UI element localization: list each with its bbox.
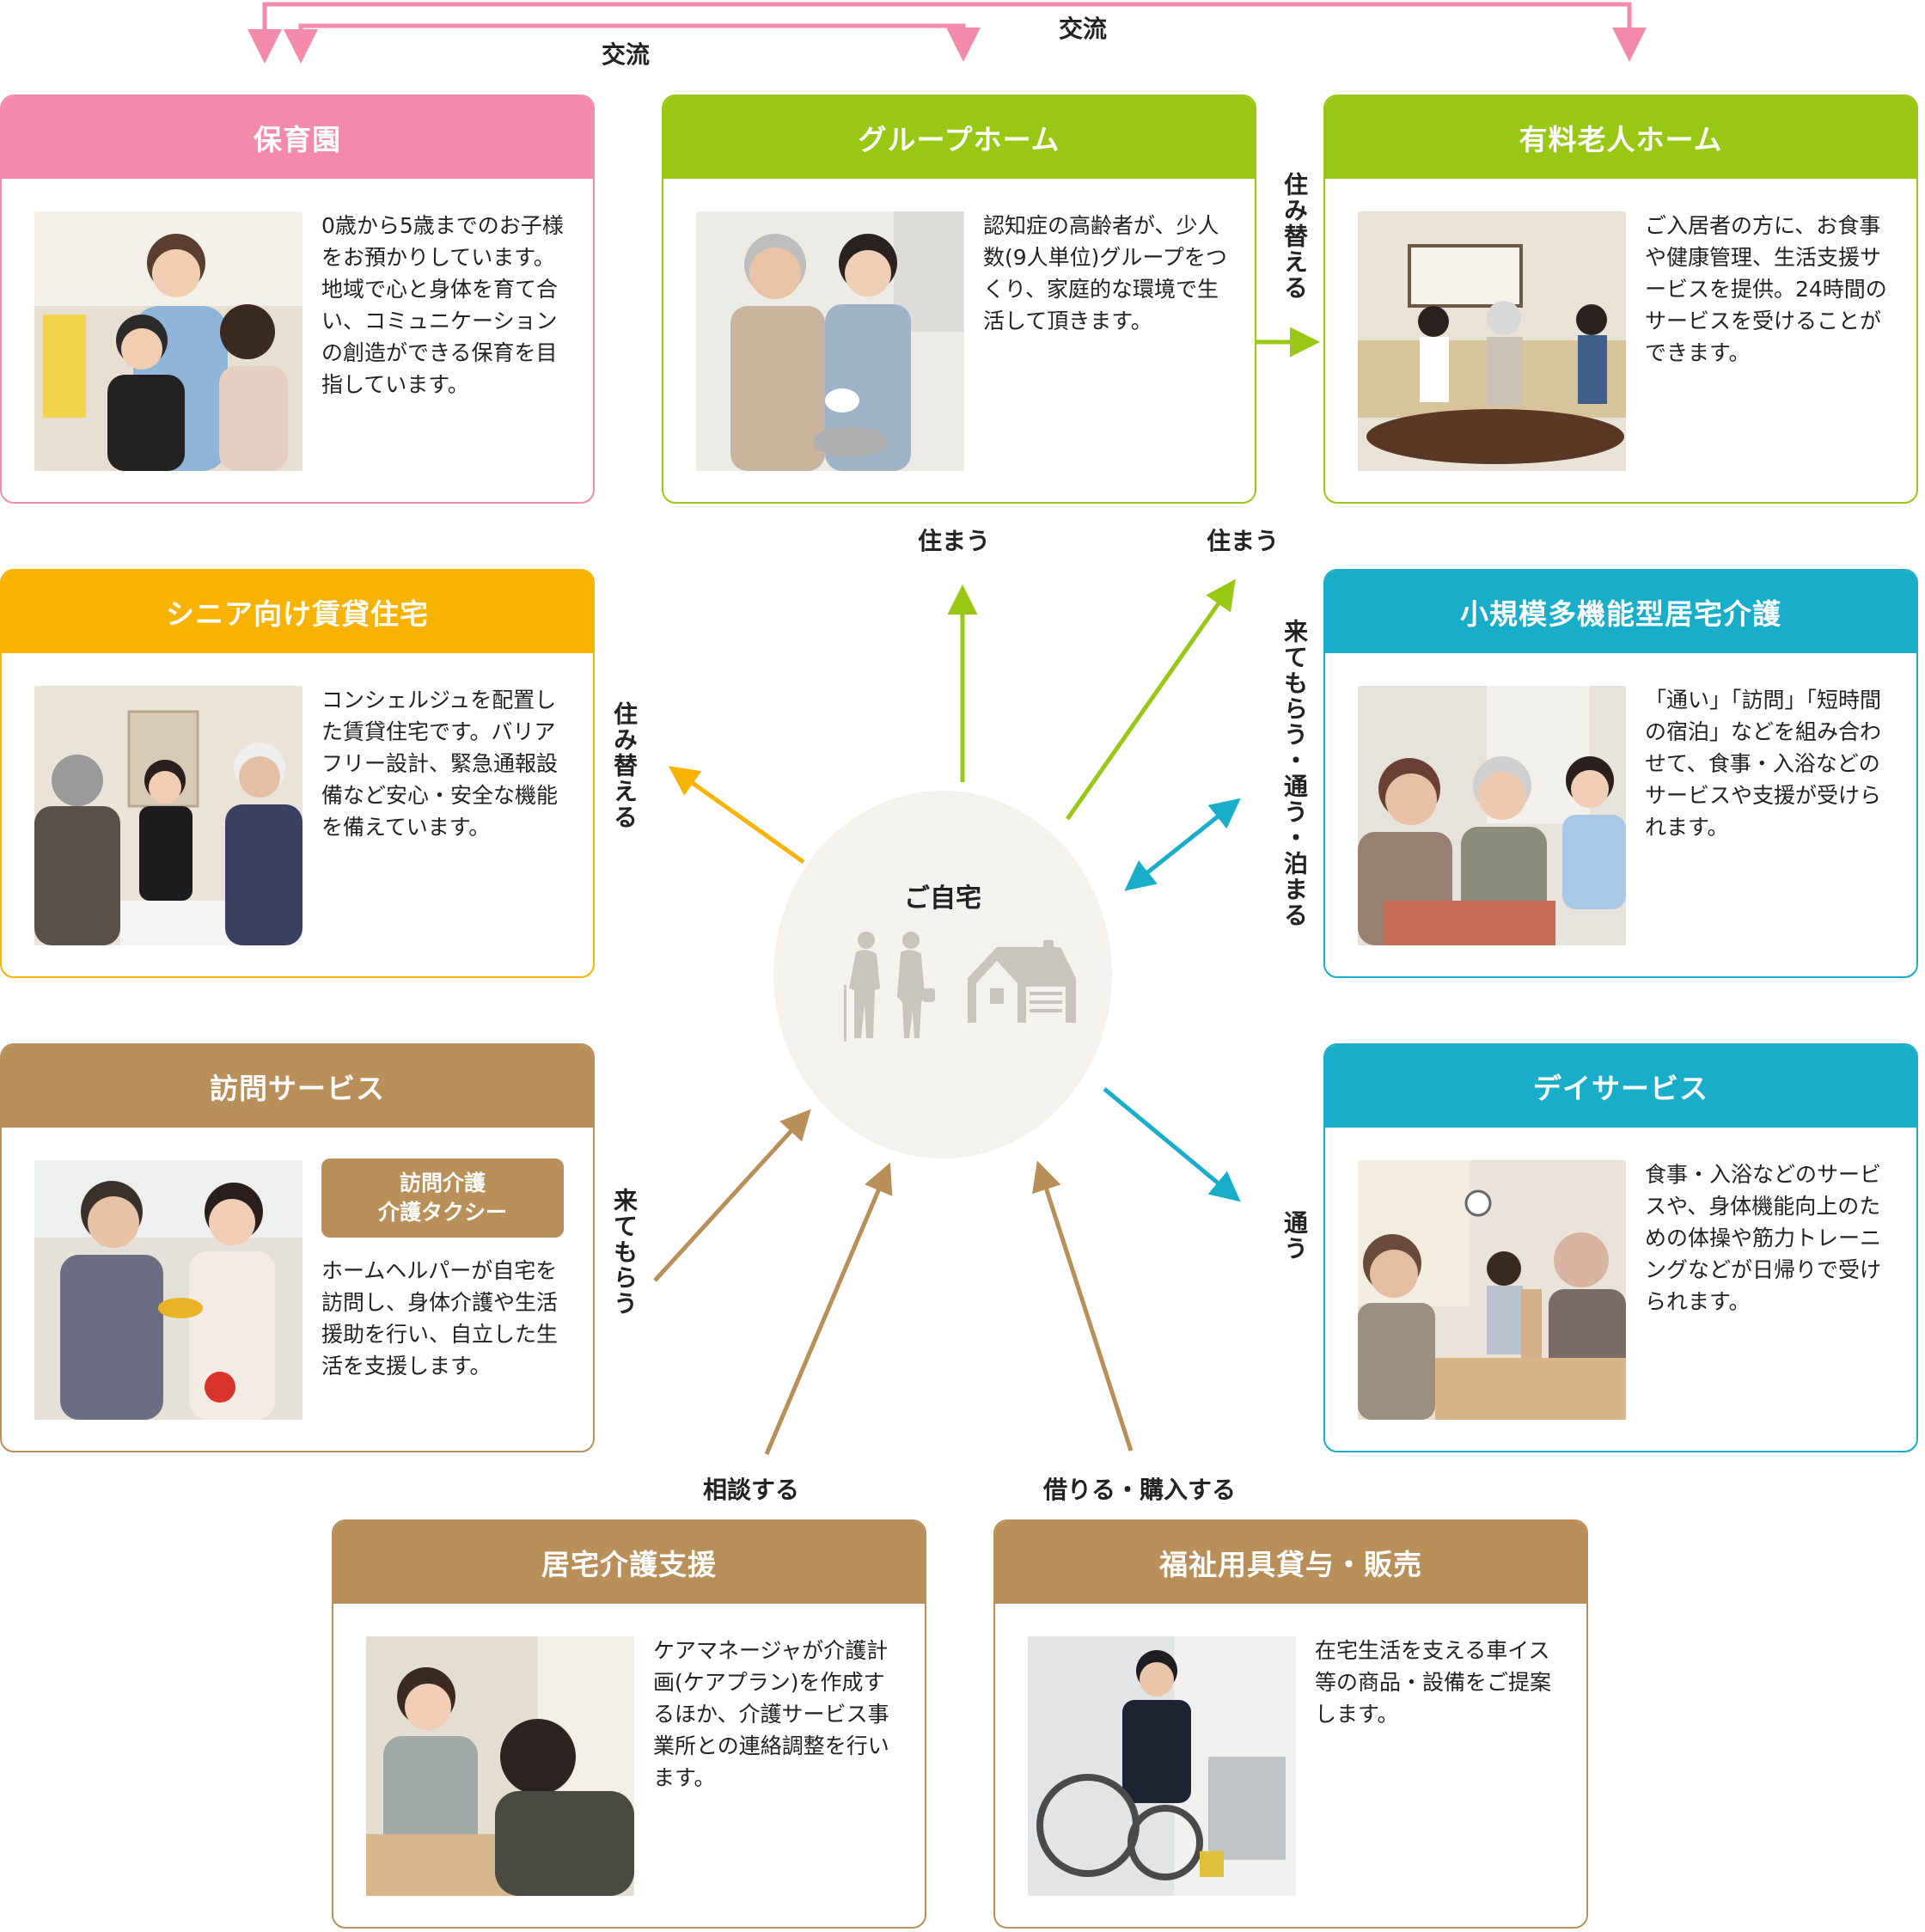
arrow-care-to-home bbox=[764, 1162, 893, 1455]
arrow-visit-to-home bbox=[653, 1109, 811, 1282]
senior-rental-photo bbox=[34, 686, 302, 945]
label-come-visit: 来てもらう bbox=[610, 1188, 639, 1317]
card-description: 食事・入浴などのサービスや、身体機能向上のための体操や筋力トレーニングなどが日帰… bbox=[1645, 1162, 1882, 1314]
card-title: デイサービス bbox=[1325, 1045, 1916, 1128]
label-live-group: 住まう bbox=[918, 527, 991, 555]
card-description: 認知症の高齢者が、少人数(9人単位)グループをつくり、家庭的な環境で生活して頂き… bbox=[983, 213, 1227, 333]
visit-service-badge: 訪問介護 介護タクシー bbox=[321, 1159, 564, 1238]
center-home-title: ご自宅 bbox=[904, 883, 981, 914]
card-group-home[interactable]: グループホーム 認知症の高齢者が、少人数(9人単位)グループをつくり、家庭的な環… bbox=[662, 95, 1256, 504]
small-multi-photo bbox=[1358, 686, 1626, 945]
card-welfare-goods[interactable]: 福祉用具貸与・販売 在宅生活を支える車イス等の商品・設備をご提案します。 bbox=[993, 1519, 1588, 1929]
label-live-paid: 住まう bbox=[1207, 527, 1280, 555]
card-title: シニア向け賃貸住宅 bbox=[2, 571, 593, 653]
arrow-home-to-day bbox=[1103, 1087, 1241, 1202]
label-move-group-to-paid: 住み替える bbox=[1280, 172, 1309, 301]
card-description: コンシェルジュを配置した賃貸住宅です。バリアフリー設計、緊急通報設備など安心・安… bbox=[321, 688, 559, 840]
arrow-welfare-to-home bbox=[1032, 1160, 1134, 1452]
card-visit-service[interactable]: 訪問サービス 訪問介護 介護タクシー ホームヘルパーが自宅を訪問し、身体介護や生… bbox=[0, 1043, 595, 1452]
card-care-plan[interactable]: 居宅介護支援 ケアマネージャが介護計画(ケアプラン)を作成するほか、介護サービス… bbox=[332, 1519, 926, 1929]
card-title: 福祉用具貸与・販売 bbox=[995, 1521, 1586, 1604]
exchange-outer-arrow bbox=[248, 2, 1647, 64]
label-move-senior: 住み替える bbox=[610, 701, 639, 830]
card-title: 小規模多機能型居宅介護 bbox=[1325, 571, 1916, 653]
house-icon bbox=[968, 940, 1076, 1023]
center-home: ご自宅 bbox=[773, 791, 1112, 1159]
card-description: 「通い」「訪問」「短時間の宿泊」などを組み合わせて、食事・入浴などのサービスや支… bbox=[1645, 688, 1882, 840]
label-consult: 相談する bbox=[703, 1476, 800, 1504]
nursery-photo bbox=[34, 211, 302, 471]
group-home-photo bbox=[696, 211, 964, 471]
card-day-service[interactable]: デイサービス 食事・入浴などのサービスや、身体機能向上のための体操や筋力トレーニ… bbox=[1323, 1043, 1918, 1452]
exchange-inner-arrow bbox=[284, 23, 981, 64]
badge-line-home-care: 訪問介護 bbox=[399, 1171, 486, 1195]
card-paid-home[interactable]: 有料老人ホーム ご入居者の方に、お食事や健康管理、生活支援サービスを提供。24時… bbox=[1323, 95, 1918, 504]
badge-line-care-taxi: 介護タクシー bbox=[377, 1200, 507, 1225]
elderly-couple-icon bbox=[844, 932, 935, 1042]
card-description: ホームヘルパーが自宅を訪問し、身体介護や生活援助を行い、自立した生活を支援します… bbox=[321, 1258, 559, 1379]
card-title: グループホーム bbox=[663, 96, 1255, 179]
arrow-home-small-multi bbox=[1124, 798, 1241, 891]
care-plan-photo bbox=[366, 1636, 634, 1896]
card-title: 訪問サービス bbox=[2, 1045, 593, 1128]
card-senior-rental[interactable]: シニア向け賃貸住宅 コンシェルジュを配置した賃貸住宅です。バリアフリー設計、緊急… bbox=[0, 569, 595, 978]
card-description: ご入居者の方に、お食事や健康管理、生活支援サービスを提供。24時間のサービスを受… bbox=[1645, 213, 1887, 365]
arrow-home-to-paid bbox=[1065, 578, 1236, 821]
arrow-home-to-senior bbox=[668, 766, 805, 865]
card-description: ケアマネージャが介護計画(ケアプラン)を作成するほか、介護サービス事業所との連絡… bbox=[653, 1638, 889, 1790]
visit-service-photo bbox=[34, 1160, 302, 1420]
label-come-go-stay: 来てもらう・通う・泊まる bbox=[1280, 619, 1309, 928]
exchange-label-outer: 交流 bbox=[1059, 15, 1108, 43]
label-commute-day: 通う bbox=[1280, 1210, 1309, 1262]
exchange-label-inner: 交流 bbox=[602, 40, 651, 69]
card-title: 居宅介護支援 bbox=[333, 1521, 925, 1604]
card-description: 0歳から5歳までのお子様をお預かりしています。地域で心と身体を育て合い、コミュニ… bbox=[321, 213, 564, 397]
label-rent-buy: 借りる・購入する bbox=[1043, 1476, 1237, 1504]
card-title: 保育園 bbox=[2, 96, 593, 179]
paid-home-photo bbox=[1358, 211, 1626, 471]
welfare-goods-photo bbox=[1028, 1636, 1296, 1896]
day-service-photo bbox=[1358, 1160, 1626, 1420]
card-small-multi[interactable]: 小規模多機能型居宅介護 「通い」「訪問」「短時間の宿泊」などを組み合わせて、食事… bbox=[1323, 569, 1918, 978]
card-nursery[interactable]: 保育園 0歳から5歳までのお子様をお預かりしています。地域で心と身体を育て合い、… bbox=[0, 95, 595, 504]
card-description: 在宅生活を支える車イス等の商品・設備をご提案します。 bbox=[1315, 1638, 1552, 1727]
card-title: 有料老人ホーム bbox=[1325, 96, 1916, 179]
